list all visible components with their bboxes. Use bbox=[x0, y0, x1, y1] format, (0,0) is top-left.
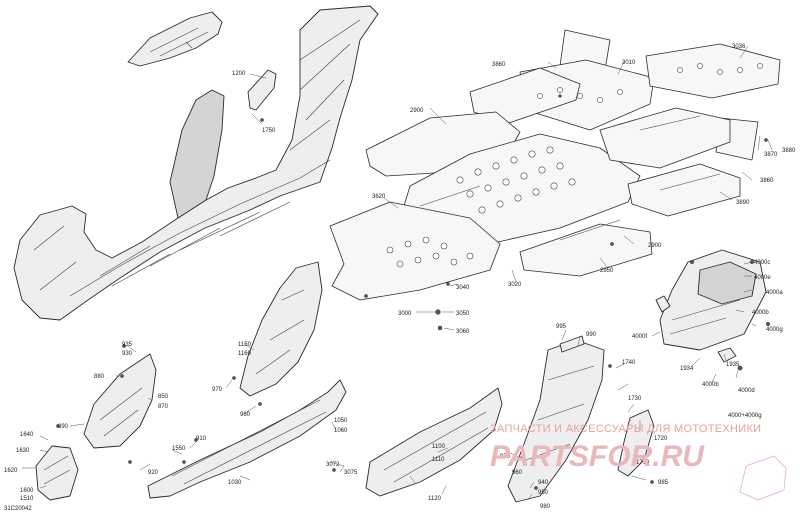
small-panel-1600 bbox=[35, 445, 79, 501]
callout-labels: 1200 1750 3860 3010 3036 2900 3870 3880 … bbox=[4, 44, 796, 510]
callout-label: 4000d bbox=[738, 388, 755, 394]
callout-label: 4000b bbox=[702, 382, 719, 388]
callout-label: 1640 bbox=[20, 432, 34, 438]
trim-piece-1710 bbox=[617, 409, 655, 477]
callout-label: 970 bbox=[212, 387, 223, 393]
callout-label: 890 bbox=[58, 424, 69, 430]
callout-label: 1160 bbox=[238, 351, 252, 357]
callout-label: 1150 bbox=[238, 342, 252, 348]
rear-panel-850 bbox=[83, 353, 157, 449]
callout-label: 3860 bbox=[492, 62, 506, 68]
callout-label: 1600 bbox=[20, 488, 34, 494]
callout-label: 3050 bbox=[456, 311, 470, 317]
callout-label: 2950 bbox=[600, 268, 614, 274]
callout-label: 2900 bbox=[410, 108, 424, 114]
callout-label: 980 bbox=[540, 504, 551, 510]
callout-label: 2900 bbox=[648, 243, 662, 249]
callout-label: 1740 bbox=[622, 360, 636, 366]
callout-label: 1110 bbox=[432, 457, 445, 463]
callout-label: 1935 bbox=[726, 362, 740, 368]
callout-label: 1030 bbox=[228, 480, 242, 486]
callout-label: 3880 bbox=[782, 148, 796, 154]
leader-lines bbox=[22, 45, 773, 501]
rocker-panel-1030 bbox=[147, 379, 347, 499]
callout-label: 3860 bbox=[760, 178, 774, 184]
callout-label: 930 bbox=[122, 351, 133, 357]
callout-label: 1200 bbox=[232, 71, 246, 77]
callout-label: 3870 bbox=[764, 152, 778, 158]
lower-panel-1100 bbox=[365, 387, 503, 497]
callout-label: 4000b bbox=[752, 310, 769, 316]
callout-label: 4000f bbox=[632, 334, 647, 340]
callout-label: 4000g bbox=[766, 327, 783, 333]
callout-label: 4000e bbox=[754, 275, 771, 281]
diagram-id: 31C20042 bbox=[4, 506, 32, 512]
callout-label: 1060 bbox=[334, 428, 348, 434]
callout-label: 3020 bbox=[508, 282, 522, 288]
callout-label: 880 bbox=[94, 374, 105, 380]
callout-label: 960 bbox=[240, 412, 251, 418]
callout-label: 1630 bbox=[16, 448, 30, 454]
callout-label: 870 bbox=[158, 404, 169, 410]
callout-label: 1550 bbox=[172, 446, 186, 452]
callout-label: 1050 bbox=[334, 418, 348, 424]
callout-label: 3060 bbox=[456, 329, 470, 335]
callout-label: 3072 bbox=[326, 462, 340, 468]
callout-label: 4000c bbox=[754, 260, 770, 266]
fasteners bbox=[56, 94, 768, 490]
callout-label: 985 bbox=[658, 480, 669, 486]
upper-trim-panel bbox=[127, 11, 223, 67]
side-panel-940 bbox=[507, 339, 605, 503]
callout-label: 1120 bbox=[428, 496, 442, 502]
main-side-panel bbox=[13, 5, 379, 321]
callout-label: 1710 bbox=[636, 460, 650, 466]
callout-label: 910 bbox=[196, 436, 207, 442]
callout-label: 3010 bbox=[622, 60, 636, 66]
callout-label: 1510 bbox=[20, 496, 34, 502]
callout-label: 950 bbox=[538, 490, 549, 496]
floor-plates bbox=[329, 29, 781, 301]
callout-label: 995 bbox=[556, 324, 567, 330]
side-panel-1150 bbox=[239, 261, 323, 397]
callout-label: 1750 bbox=[262, 128, 276, 134]
callout-label: 1620 bbox=[4, 468, 18, 474]
bracket-1200 bbox=[247, 69, 277, 125]
callout-label: 3040 bbox=[456, 285, 470, 291]
callout-label: 970 bbox=[500, 454, 511, 460]
bracket-990 bbox=[559, 335, 585, 353]
callout-label: 3000 bbox=[398, 311, 412, 317]
callout-label: 990 bbox=[586, 332, 597, 338]
callout-label: 850 bbox=[158, 394, 169, 400]
callout-label: 920 bbox=[148, 470, 159, 476]
callout-label: 3075 bbox=[344, 470, 358, 476]
callout-label: 1934 bbox=[680, 366, 694, 372]
callout-label: 1100 bbox=[432, 444, 446, 450]
callout-label: 3890 bbox=[736, 200, 750, 206]
callout-label: 3036 bbox=[732, 44, 746, 50]
callout-label: 935 bbox=[122, 342, 133, 348]
callout-label: 3620 bbox=[372, 194, 386, 200]
callout-label: 4000a bbox=[766, 290, 783, 296]
storage-box-4000 bbox=[655, 249, 771, 371]
callout-label: 940 bbox=[538, 480, 549, 486]
callout-label: 1720 bbox=[654, 436, 668, 442]
callout-label: 1730 bbox=[628, 396, 642, 402]
callout-label: 960 bbox=[512, 470, 523, 476]
callout-label: 4000+4000g bbox=[728, 413, 762, 419]
